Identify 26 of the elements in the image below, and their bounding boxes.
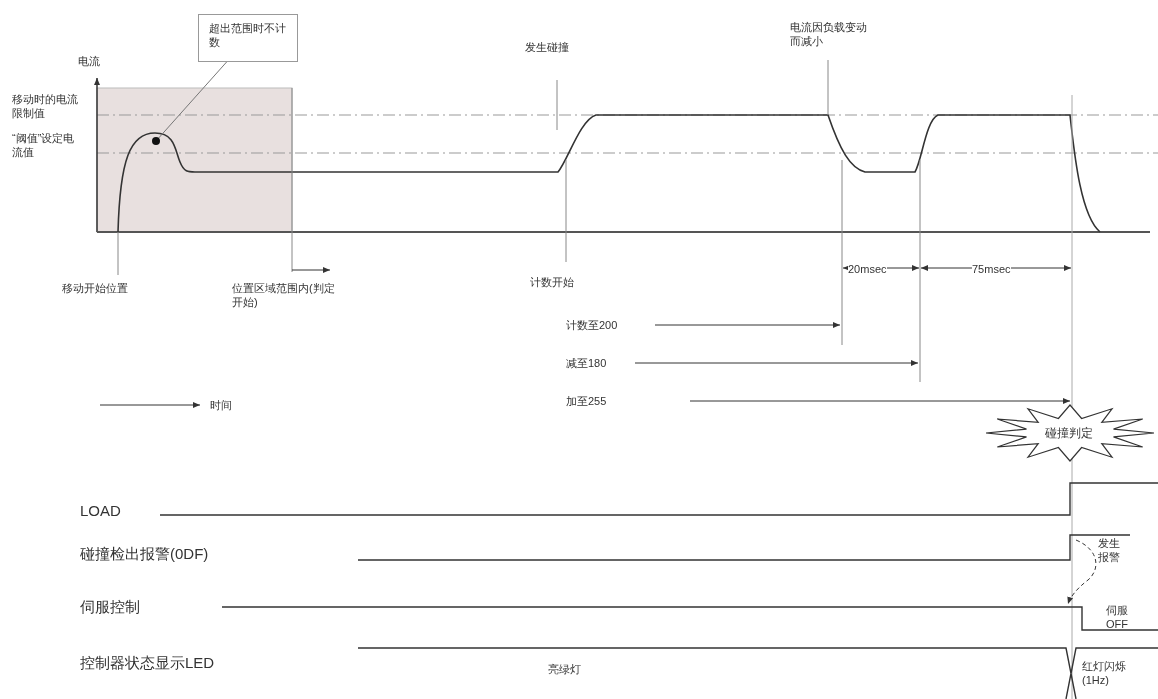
annotation: 计数开始 — [530, 275, 574, 289]
annotation: 加至255 — [566, 394, 607, 408]
annotation: 减至180 — [566, 356, 607, 370]
judgment-label: 碰撞判定 — [1045, 425, 1093, 442]
leader-line — [158, 61, 228, 139]
callout-box: 超出范围时不计数 — [198, 14, 298, 62]
annotation: 位置区域范围内(判定开始) — [232, 281, 336, 309]
annotation: 电流因负载变动而减小 — [790, 20, 868, 48]
annotation: 移动开始位置 — [62, 281, 128, 295]
state-label: 发生报警 — [1098, 536, 1121, 564]
signal-name: LOAD — [80, 502, 121, 520]
level-label: “阈值”设定电流值 — [12, 131, 76, 159]
signal-name: 碰撞检出报警(0DF) — [80, 545, 209, 563]
peak-dot — [152, 137, 160, 145]
level-label: 移动时的电流限制值 — [12, 92, 79, 120]
dimension-label: 20msec — [848, 262, 887, 276]
axis-label: 时间 — [210, 398, 232, 412]
state-label: 红灯闪烁(1Hz) — [1082, 659, 1127, 687]
axis-label: 电流 — [78, 54, 100, 68]
signal-name: 伺服控制 — [80, 598, 140, 616]
state-label: 伺服OFF — [1106, 603, 1129, 631]
state-label: 亮绿灯 — [548, 662, 581, 676]
signal-name: 控制器状态显示LED — [80, 654, 215, 672]
annotation: 发生碰撞 — [525, 40, 569, 54]
dimension-label: 75msec — [972, 262, 1011, 276]
annotation: 计数至200 — [566, 318, 618, 332]
